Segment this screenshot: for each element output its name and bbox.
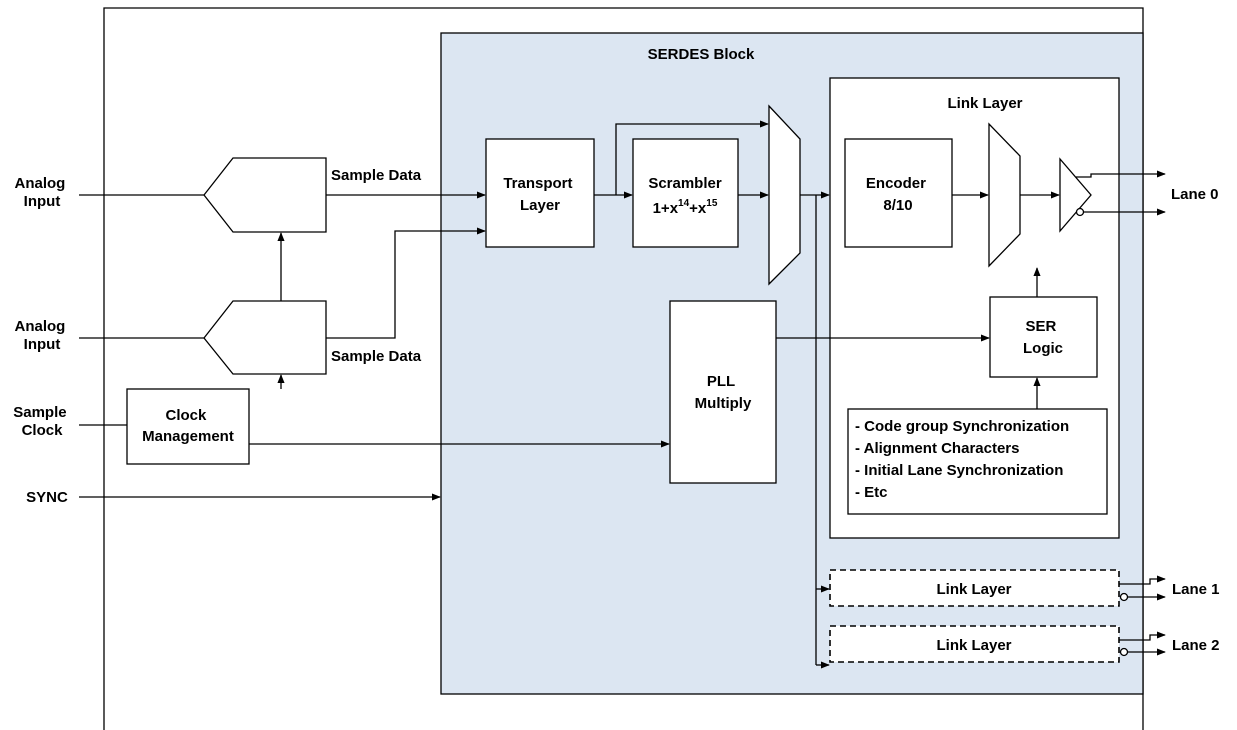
scrambler-box bbox=[632, 138, 739, 248]
adc2-to-transport-arrow bbox=[326, 227, 486, 339]
scrambler-bypass-arrow bbox=[615, 120, 769, 195]
lane-0-label: Lane 0 bbox=[1171, 186, 1219, 203]
sample-data-1-label: Sample Data bbox=[331, 167, 422, 184]
analog-input-2-label: Analog Input bbox=[14, 318, 69, 353]
link-layer-1-box bbox=[829, 569, 1120, 607]
analog-input-1-label: Analog Input bbox=[14, 175, 69, 210]
link-layer-1-label: Link Layer bbox=[936, 581, 1011, 598]
lane-1-label: Lane 1 bbox=[1172, 581, 1220, 598]
link-functions-box bbox=[847, 408, 1108, 515]
clock-management-label: Clock Management bbox=[142, 407, 234, 445]
encoder-box bbox=[844, 138, 953, 248]
lane-2-positive-output bbox=[1119, 631, 1166, 641]
lane-1-inverting-bubble bbox=[1119, 592, 1129, 602]
lane-2-inverting-bubble bbox=[1119, 647, 1129, 657]
link-layer-mux bbox=[988, 122, 1021, 268]
link-layer-2-label: Link Layer bbox=[936, 637, 1011, 654]
serdes-block-title: SERDES Block bbox=[648, 46, 755, 63]
link-functions-list: - Code group Synchronization - Alignment… bbox=[855, 418, 1073, 501]
driver-positive-output bbox=[1076, 170, 1166, 178]
sync-label: SYNC bbox=[26, 489, 68, 506]
pll-label: PLL Multiply bbox=[695, 373, 752, 412]
clock-management-box bbox=[126, 388, 250, 465]
scrambler-polynomial: 1+x14+x15 bbox=[653, 198, 718, 217]
pll-box bbox=[669, 300, 777, 484]
lane-1-positive-output bbox=[1119, 575, 1166, 585]
scrambler-mux bbox=[768, 104, 801, 286]
differential-driver bbox=[1059, 157, 1092, 233]
link-layer-title: Link Layer bbox=[947, 95, 1022, 112]
scrambler-label: Scrambler bbox=[648, 175, 722, 192]
sample-data-2-label: Sample Data bbox=[331, 348, 422, 365]
lane-2-label: Lane 2 bbox=[1172, 637, 1220, 654]
encoder-label: Encoder 8/10 bbox=[866, 175, 930, 214]
adc-2-shape bbox=[203, 300, 327, 375]
transport-layer-label: Transport Layer bbox=[503, 175, 576, 214]
ser-logic-box bbox=[989, 296, 1098, 378]
ser-logic-label: SER Logic bbox=[1023, 318, 1063, 357]
sample-clock-label: Sample Clock bbox=[13, 404, 71, 439]
transport-layer-box bbox=[485, 138, 595, 248]
driver-inverting-bubble bbox=[1075, 207, 1085, 217]
link-layer-2-box bbox=[829, 625, 1120, 663]
adc-1-shape bbox=[203, 157, 327, 233]
